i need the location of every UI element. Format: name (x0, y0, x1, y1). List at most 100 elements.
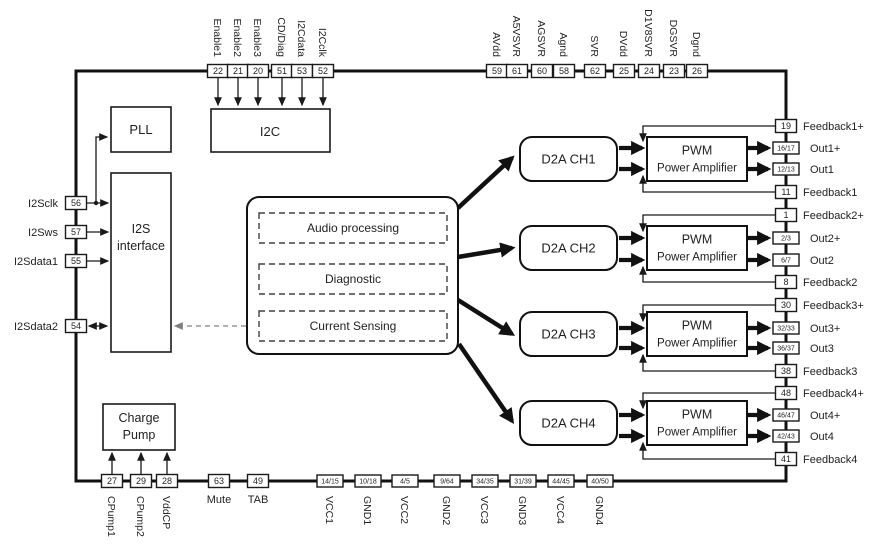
pin-30-box (774, 297, 798, 313)
feedback1-plus-wire (639, 125, 775, 143)
pin-36/37-box (772, 341, 800, 355)
i2s-interface-block (110, 172, 172, 353)
pwm-ch3-label-line2: Power Amplifier (657, 338, 737, 350)
pin-54-number: 54 (71, 321, 81, 331)
d2a-ch1-label: D2A CH1 (541, 152, 595, 167)
pin-6/7-box (772, 253, 800, 267)
pin-24-box (637, 63, 661, 79)
pin-52-label: I2Cclk (316, 28, 328, 58)
feed-arrow-ch1 (456, 155, 515, 210)
feedback3-minus-wire (639, 353, 775, 372)
pin-19-label: Feedback1+ (803, 121, 864, 133)
pin-9/64-label: GND2 (440, 496, 452, 525)
i2s-label-line1: I2S (132, 222, 151, 236)
pin-23-number: 23 (669, 66, 679, 76)
pin-62-number: 62 (590, 66, 600, 76)
pin-58-box (552, 63, 576, 79)
pin-55-number: 55 (71, 256, 81, 266)
pin-63-number: 63 (214, 476, 224, 486)
audio-processing-box (258, 212, 448, 244)
pin-58-number: 58 (559, 66, 569, 76)
pin-4/5-label: VCC2 (398, 496, 410, 524)
pin-57-box (64, 224, 88, 240)
pin-12/13-label: Out1 (810, 164, 834, 176)
pin-41-number: 41 (781, 454, 791, 464)
pin-32/33-number: 32/33 (777, 325, 795, 332)
pin-14/15-box (316, 474, 344, 488)
pin-56-box (64, 195, 88, 211)
pin-42/43-label: Out4 (810, 431, 834, 443)
pin-49-box (246, 473, 270, 489)
d2a-ch3-label: D2A CH3 (541, 327, 595, 342)
pin-36/37-number: 36/37 (777, 345, 795, 352)
wire-junction-dot (93, 200, 99, 206)
pin-14/15-number: 14/15 (321, 478, 339, 485)
diagnostic-box (258, 263, 448, 295)
feedback2-plus-wire (639, 214, 775, 233)
pin-25-number: 25 (619, 66, 629, 76)
pin-61-label: A5VSVR (510, 16, 522, 58)
pin-27-box (100, 473, 124, 489)
pin-40/50-box (586, 474, 614, 488)
pin-1-label: Feedback2+ (803, 210, 864, 222)
feedback1-minus-wire (639, 174, 775, 193)
pwm-ch2-label-line1: PWM (682, 233, 713, 247)
pwm-ch2-label-line2: Power Amplifier (657, 252, 737, 264)
pin-62-label: SVR (588, 35, 600, 57)
d2a-ch4-block (519, 400, 618, 446)
pin-19-box (774, 118, 798, 134)
audio-processing-label: Audio processing (307, 221, 399, 235)
pin-48-number: 48 (781, 388, 791, 398)
d2a-ch4-label: D2A CH4 (541, 416, 595, 431)
pin-29-box (129, 473, 153, 489)
pin-60-label: AGSVR (535, 20, 547, 57)
charge-pump-label-line2: Pump (123, 428, 156, 442)
pin-11-number: 11 (781, 187, 790, 197)
pin-38-box (774, 363, 798, 379)
d2a-ch2-block (519, 225, 618, 271)
pin-23-box (662, 63, 686, 79)
pwm-ch2-block (646, 225, 748, 271)
pin-34/35-box (471, 474, 499, 488)
feed-arrow-ch2 (457, 242, 516, 260)
pwm-ch1-block (646, 136, 748, 182)
d2a-ch3-block (519, 311, 618, 357)
pin-40/50-number: 40/50 (591, 478, 609, 485)
feedback3-plus-wire (639, 304, 775, 323)
i2c-label: I2C (260, 124, 280, 139)
pin-21-number: 21 (233, 66, 243, 76)
pin-27-label: CPump1 (105, 496, 117, 537)
pin-32/33-label: Out3+ (810, 323, 840, 335)
pin-6/7-label: Out2 (810, 255, 834, 267)
pin-31/39-number: 31/39 (514, 478, 532, 485)
d2a-ch1-block (519, 136, 618, 182)
pin-53-number: 53 (297, 66, 307, 76)
pin-54-box (64, 318, 88, 334)
pin-29-number: 29 (136, 476, 146, 486)
pin-49-label: TAB (248, 494, 269, 506)
pin-23-label: DGSVR (667, 20, 679, 58)
pin-55-label: I2Sdata1 (14, 256, 58, 268)
current-sensing-box (258, 310, 448, 342)
pin-46/47-box (772, 408, 800, 422)
pin-41-box (774, 451, 798, 467)
pin-51-number: 51 (277, 66, 287, 76)
charge-pump-block (102, 403, 176, 451)
pin-38-number: 38 (781, 366, 791, 376)
pin-31/39-box (509, 474, 537, 488)
pin-57-number: 57 (71, 227, 81, 237)
pin-24-label: D1V8SVR (642, 9, 654, 57)
pin-49-number: 49 (253, 476, 263, 486)
pin-20-label: Enable3 (251, 18, 263, 57)
wire-i2sclk-to-pll (95, 133, 109, 203)
pin-16/17-box (772, 141, 800, 155)
pll-label: PLL (129, 122, 152, 137)
pin-28-number: 28 (162, 476, 172, 486)
pin-25-box (612, 63, 636, 79)
pin-61-box (505, 63, 529, 79)
pwm-ch3-label-line1: PWM (682, 319, 713, 333)
pin-27-number: 27 (107, 476, 117, 486)
pin-10/18-number: 10/18 (359, 478, 377, 485)
pin-31/39-label: GND3 (516, 496, 528, 525)
pin-9/64-box (433, 474, 461, 488)
